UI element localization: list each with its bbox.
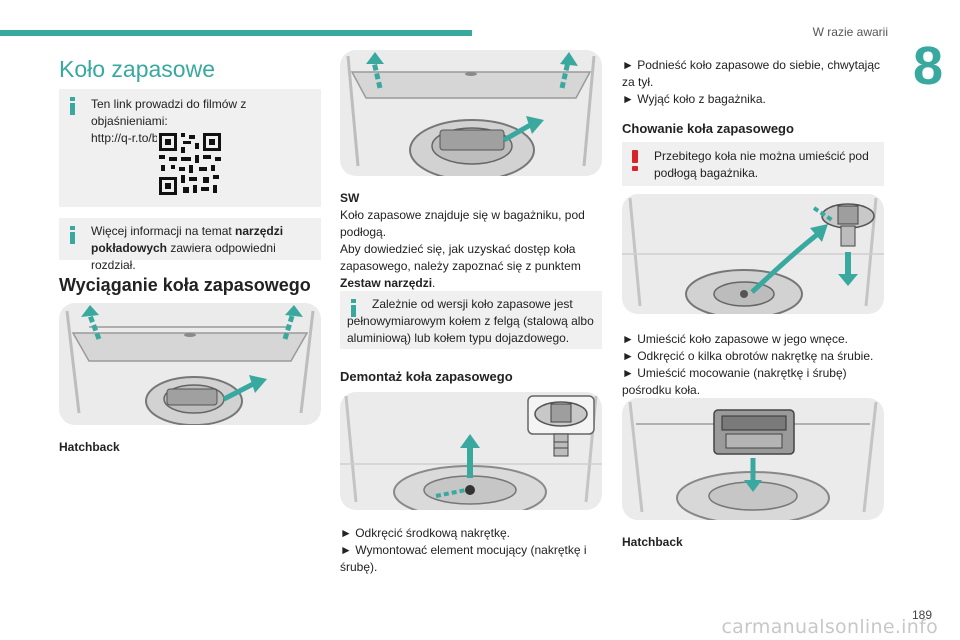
removal-figure bbox=[340, 392, 602, 510]
storing-steps: Umieścić koło zapasowe w jego wnęce. Odk… bbox=[622, 331, 884, 399]
chapter-number: 8 bbox=[896, 39, 960, 94]
section-title: W razie awarii bbox=[812, 25, 888, 39]
removal-step-2: Wymontować element mocujący (nakrętkę i … bbox=[340, 542, 602, 576]
sw-description: SW Koło zapasowe znajduje się w bagażnik… bbox=[340, 190, 602, 292]
sw-text-2-bold: Zestaw narzędzi bbox=[340, 276, 433, 290]
sw-label: SW bbox=[340, 191, 360, 205]
hatchback-extract-figure bbox=[59, 303, 321, 425]
sw-text-2-suffix: . bbox=[432, 276, 436, 290]
warning-box: Przebitego koła nie można umieścić pod p… bbox=[622, 142, 884, 186]
tools-info-box: Więcej informacji na temat narzędzi pokł… bbox=[59, 218, 321, 272]
hatchback-storing-figure bbox=[622, 398, 884, 520]
video-box-line1: Ten link prowadzi do filmów z objaśnieni… bbox=[91, 97, 247, 128]
figure-caption-hatchback-2: Hatchback bbox=[622, 535, 683, 549]
sw-extract-figure bbox=[340, 50, 602, 176]
figure-caption-hatchback-1: Hatchback bbox=[59, 440, 120, 454]
sw-text-1: Koło zapasowe znajduje się w bagażniku, … bbox=[340, 208, 585, 239]
extract-heading: Wyciąganie koła zapasowego bbox=[59, 275, 311, 295]
page-number: 189 bbox=[911, 608, 932, 622]
video-info-box: Ten link prowadzi do filmów z objaśnieni… bbox=[59, 89, 321, 207]
storing-figure bbox=[622, 194, 884, 314]
tools-box-prefix: Więcej informacji na temat bbox=[91, 224, 236, 238]
sw-text-2-prefix: Aby dowiedzieć się, jak uzyskać dostęp k… bbox=[340, 242, 581, 273]
place-wheel-step: Umieścić koło zapasowe w jego wnęce. bbox=[622, 331, 884, 348]
page-title: Koło zapasowe bbox=[59, 56, 215, 82]
removal-heading: Demontaż koła zapasowego bbox=[340, 369, 513, 384]
tools-box-suffix: zawiera odpowiedni rozdział. bbox=[91, 241, 276, 272]
place-mount-step: Umieścić mocowanie (nakrętkę i śrubę) po… bbox=[622, 365, 884, 399]
warning-text: Przebitego koła nie można umieścić pod p… bbox=[654, 149, 869, 180]
take-out-wheel-step: Wyjąć koło z bagażnika. bbox=[622, 91, 884, 108]
wheel-type-info-box: Zależnie od wersji koło zapasowe jest pe… bbox=[340, 291, 602, 349]
unscrew-nut-step: Odkręcić o kilka obrotów nakrętkę na śru… bbox=[622, 348, 884, 365]
removal-step-1: Odkręcić środkową nakrętkę. bbox=[340, 525, 602, 542]
header-accent-bar bbox=[0, 30, 472, 36]
removal-steps-continued: Podnieść koło zapasowe do siebie, chwyta… bbox=[622, 57, 884, 108]
lift-wheel-step: Podnieść koło zapasowe do siebie, chwyta… bbox=[622, 57, 884, 91]
removal-steps: Odkręcić środkową nakrętkę. Wymontować e… bbox=[340, 525, 602, 576]
tools-box-bold: narzędzi pokładowych bbox=[91, 224, 284, 255]
wheel-type-text: Zależnie od wersji koło zapasowe jest pe… bbox=[347, 297, 594, 345]
storing-heading: Chowanie koła zapasowego bbox=[622, 121, 794, 136]
watermark: carmanualsonline.info bbox=[721, 616, 938, 638]
qr-code-icon[interactable] bbox=[157, 131, 223, 197]
